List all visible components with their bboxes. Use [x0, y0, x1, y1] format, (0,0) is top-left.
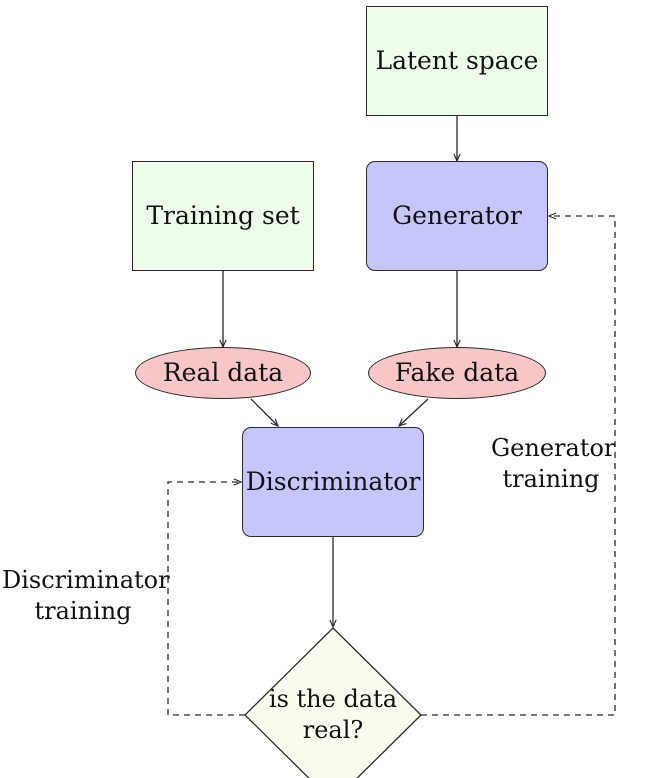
discriminator-node: Discriminator	[242, 427, 424, 537]
discriminator-training-loop	[167, 482, 245, 716]
real-data-node: Real data	[135, 347, 311, 399]
real-data-label: Real data	[162, 358, 284, 388]
discriminator-training-label-line-1: Discriminator	[2, 566, 170, 594]
decision-label-line-2: real?	[302, 716, 364, 744]
fake-data-label: Fake data	[394, 358, 520, 388]
training-set-label: Training set	[146, 201, 300, 231]
arrow-real-data-to-discriminator	[250, 398, 278, 426]
decision-label-line-1: is the data	[268, 685, 398, 713]
generator-training-label-line-1: Generator	[491, 434, 616, 462]
training-set-node: Training set	[132, 161, 314, 271]
discriminator-training-label-line-2: training	[34, 597, 132, 625]
discriminator-training-label: Discriminator training	[2, 565, 170, 627]
decision-label: is the data real?	[258, 682, 408, 748]
generator-training-label-line-2: training	[502, 465, 600, 493]
generator-node: Generator	[366, 161, 548, 271]
fake-data-node: Fake data	[368, 347, 546, 399]
latent-space-label: Latent space	[375, 46, 539, 76]
generator-training-label: Generator training	[491, 433, 616, 495]
generator-training-loop	[421, 216, 616, 716]
discriminator-label: Discriminator	[245, 467, 421, 497]
arrow-fake-data-to-discriminator	[399, 398, 429, 426]
decision-diamond	[244, 627, 422, 778]
latent-space-node: Latent space	[366, 6, 548, 116]
generator-label: Generator	[392, 201, 522, 231]
